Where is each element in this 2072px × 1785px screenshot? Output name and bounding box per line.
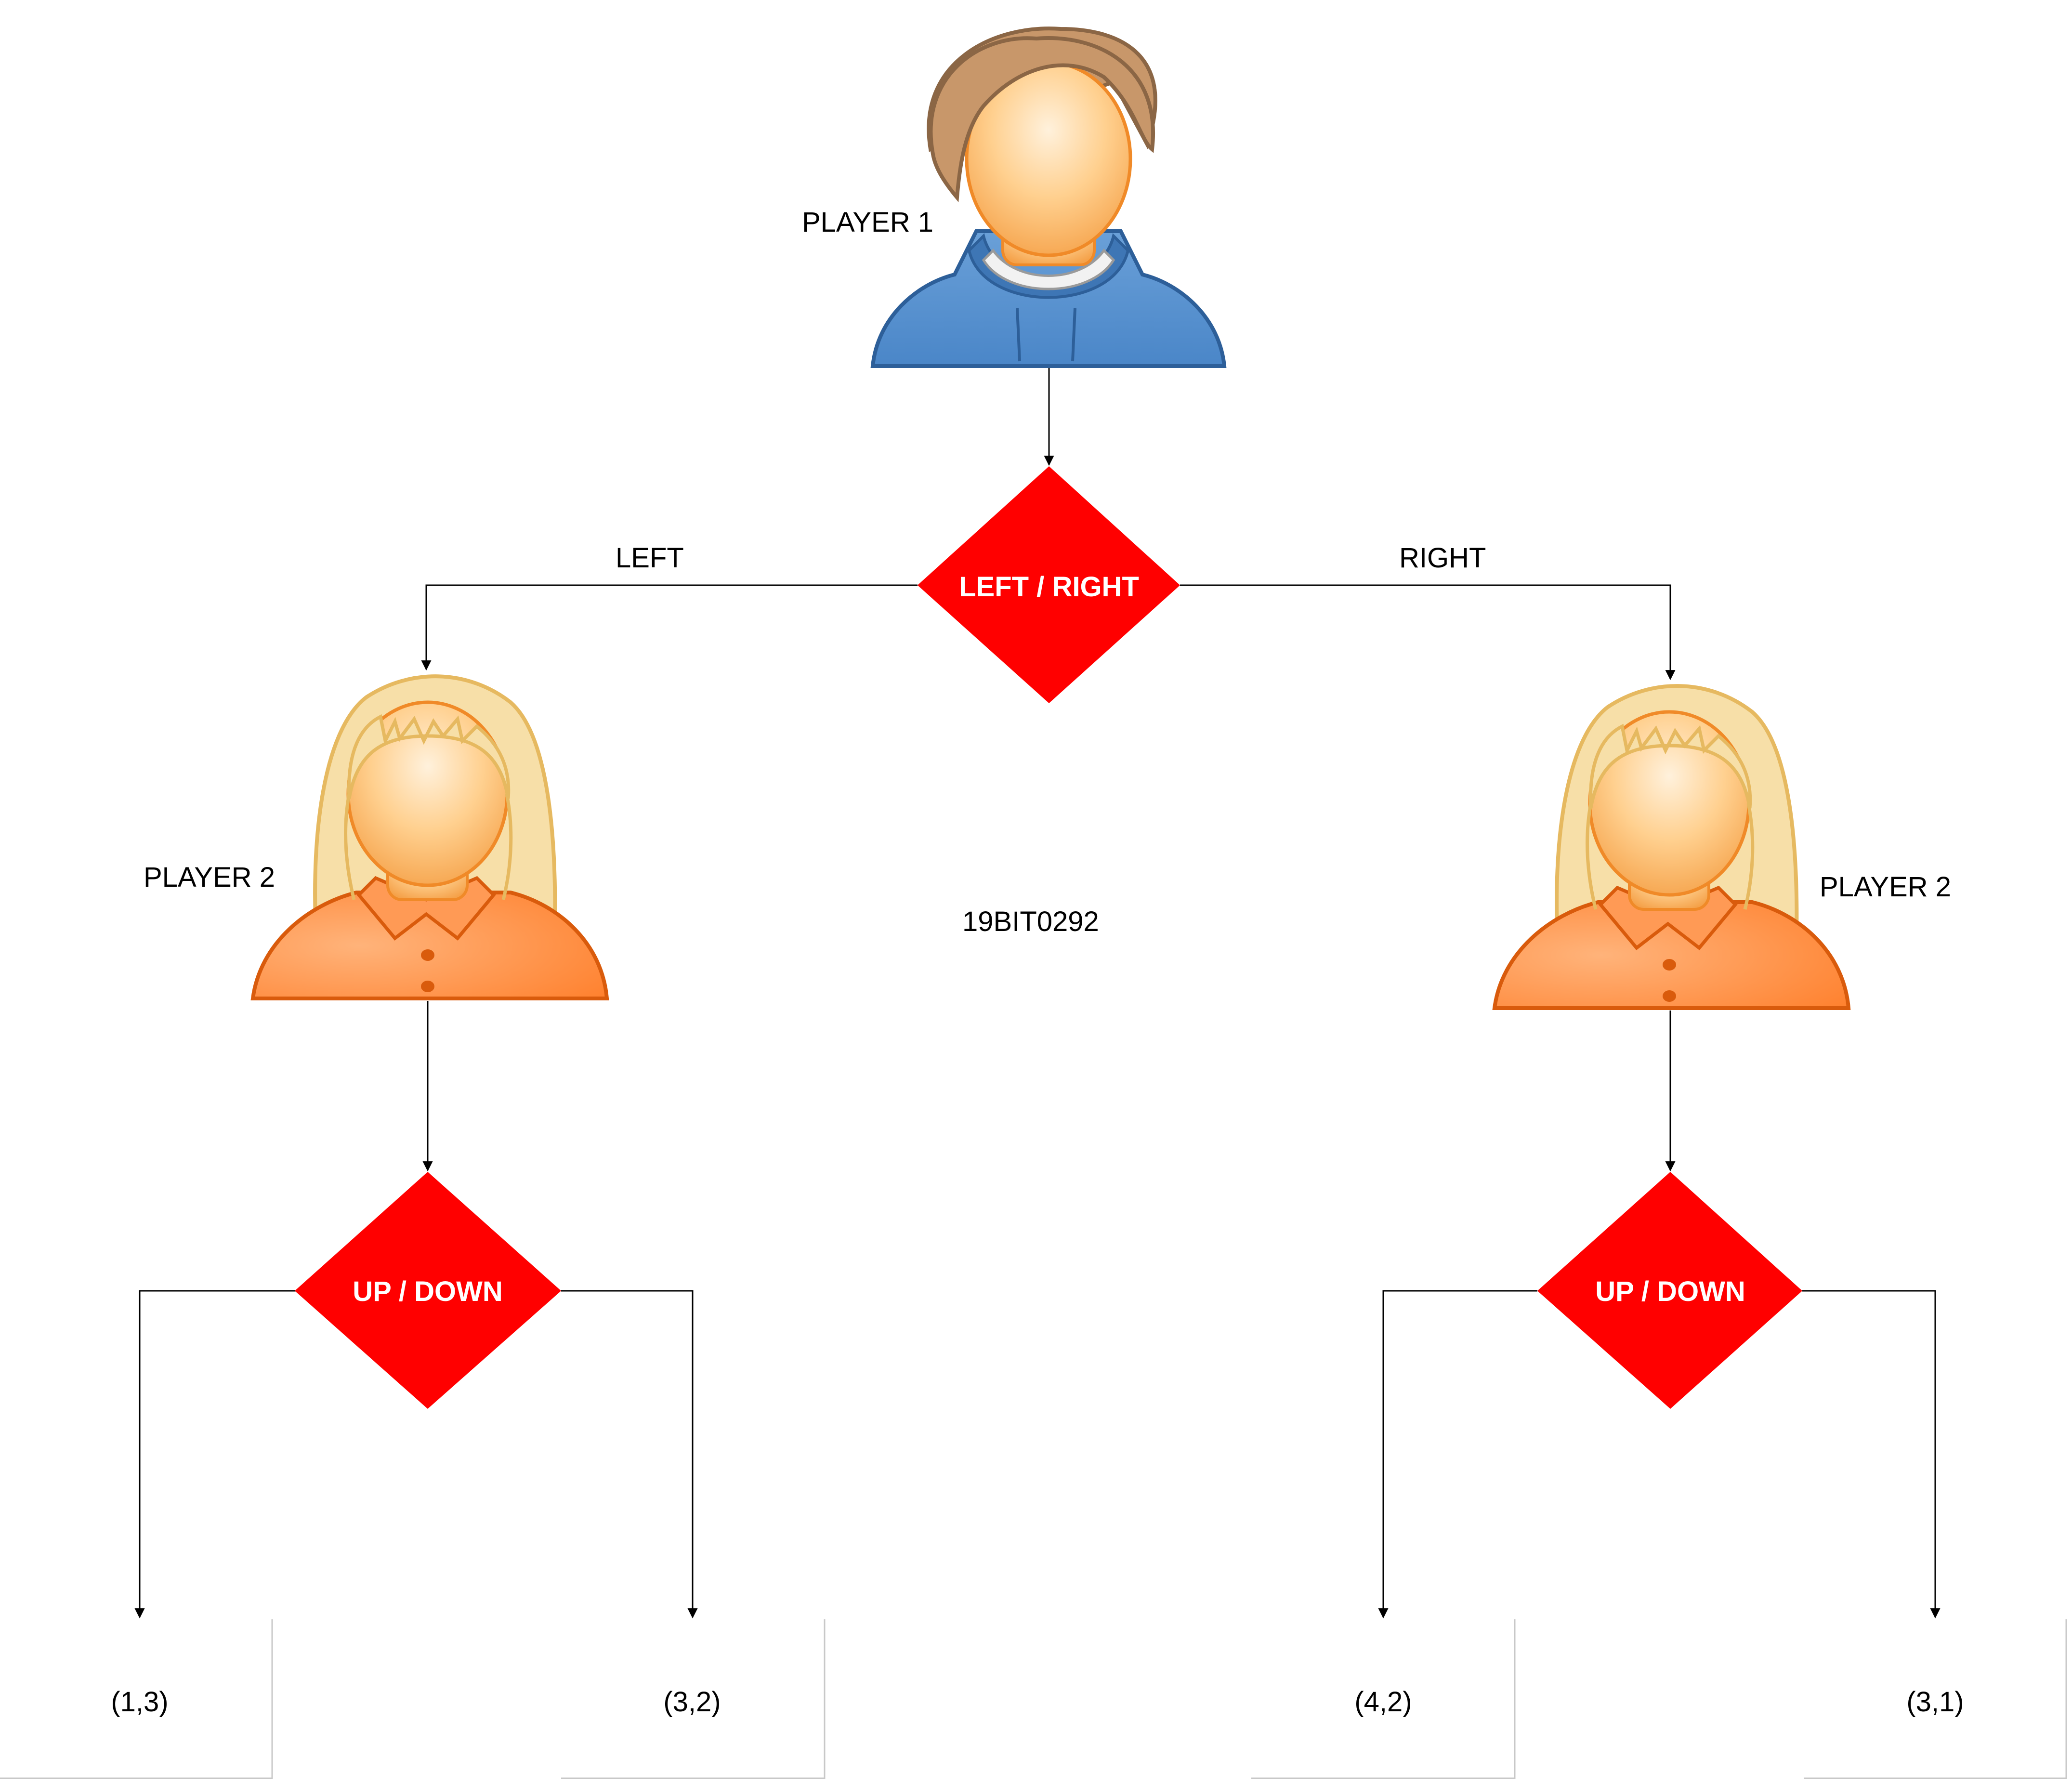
payoff-4: (3,1)	[1906, 1686, 1964, 1718]
decision-diamond-root	[918, 466, 1180, 703]
edge-left-down	[561, 1290, 698, 1619]
player2-right-avatar-icon	[1492, 684, 1851, 1010]
decision-diamond-left	[295, 1172, 561, 1409]
edge-label-left: LEFT	[616, 542, 684, 574]
edge-root-left	[421, 584, 918, 671]
player1-avatar-icon	[870, 26, 1227, 368]
player1-label: PLAYER 1	[802, 207, 933, 238]
payoff-1: (1,3)	[111, 1686, 169, 1718]
player2-left-avatar-icon	[250, 674, 609, 1000]
decision-diamond-right	[1537, 1172, 1802, 1409]
root-decision-label: LEFT / RIGHT	[959, 571, 1139, 603]
edge-root-right	[1180, 584, 1676, 681]
edge-left-up	[134, 1290, 296, 1619]
edge-label-right: RIGHT	[1399, 542, 1486, 574]
id-text: 19BIT0292	[962, 906, 1099, 937]
payoff-3: (4,2)	[1354, 1686, 1412, 1718]
edge-right-up	[1378, 1290, 1537, 1619]
edge-right-down	[1802, 1290, 1941, 1619]
payoff-box-borders	[0, 1619, 2067, 1779]
left-decision-label: UP / DOWN	[353, 1276, 503, 1307]
player2-left-label: PLAYER 2	[144, 862, 275, 893]
payoff-2: (3,2)	[663, 1686, 721, 1718]
right-decision-label: UP / DOWN	[1595, 1276, 1745, 1307]
player2-right-label: PLAYER 2	[1820, 871, 1951, 903]
connector-lines	[134, 366, 1941, 1619]
